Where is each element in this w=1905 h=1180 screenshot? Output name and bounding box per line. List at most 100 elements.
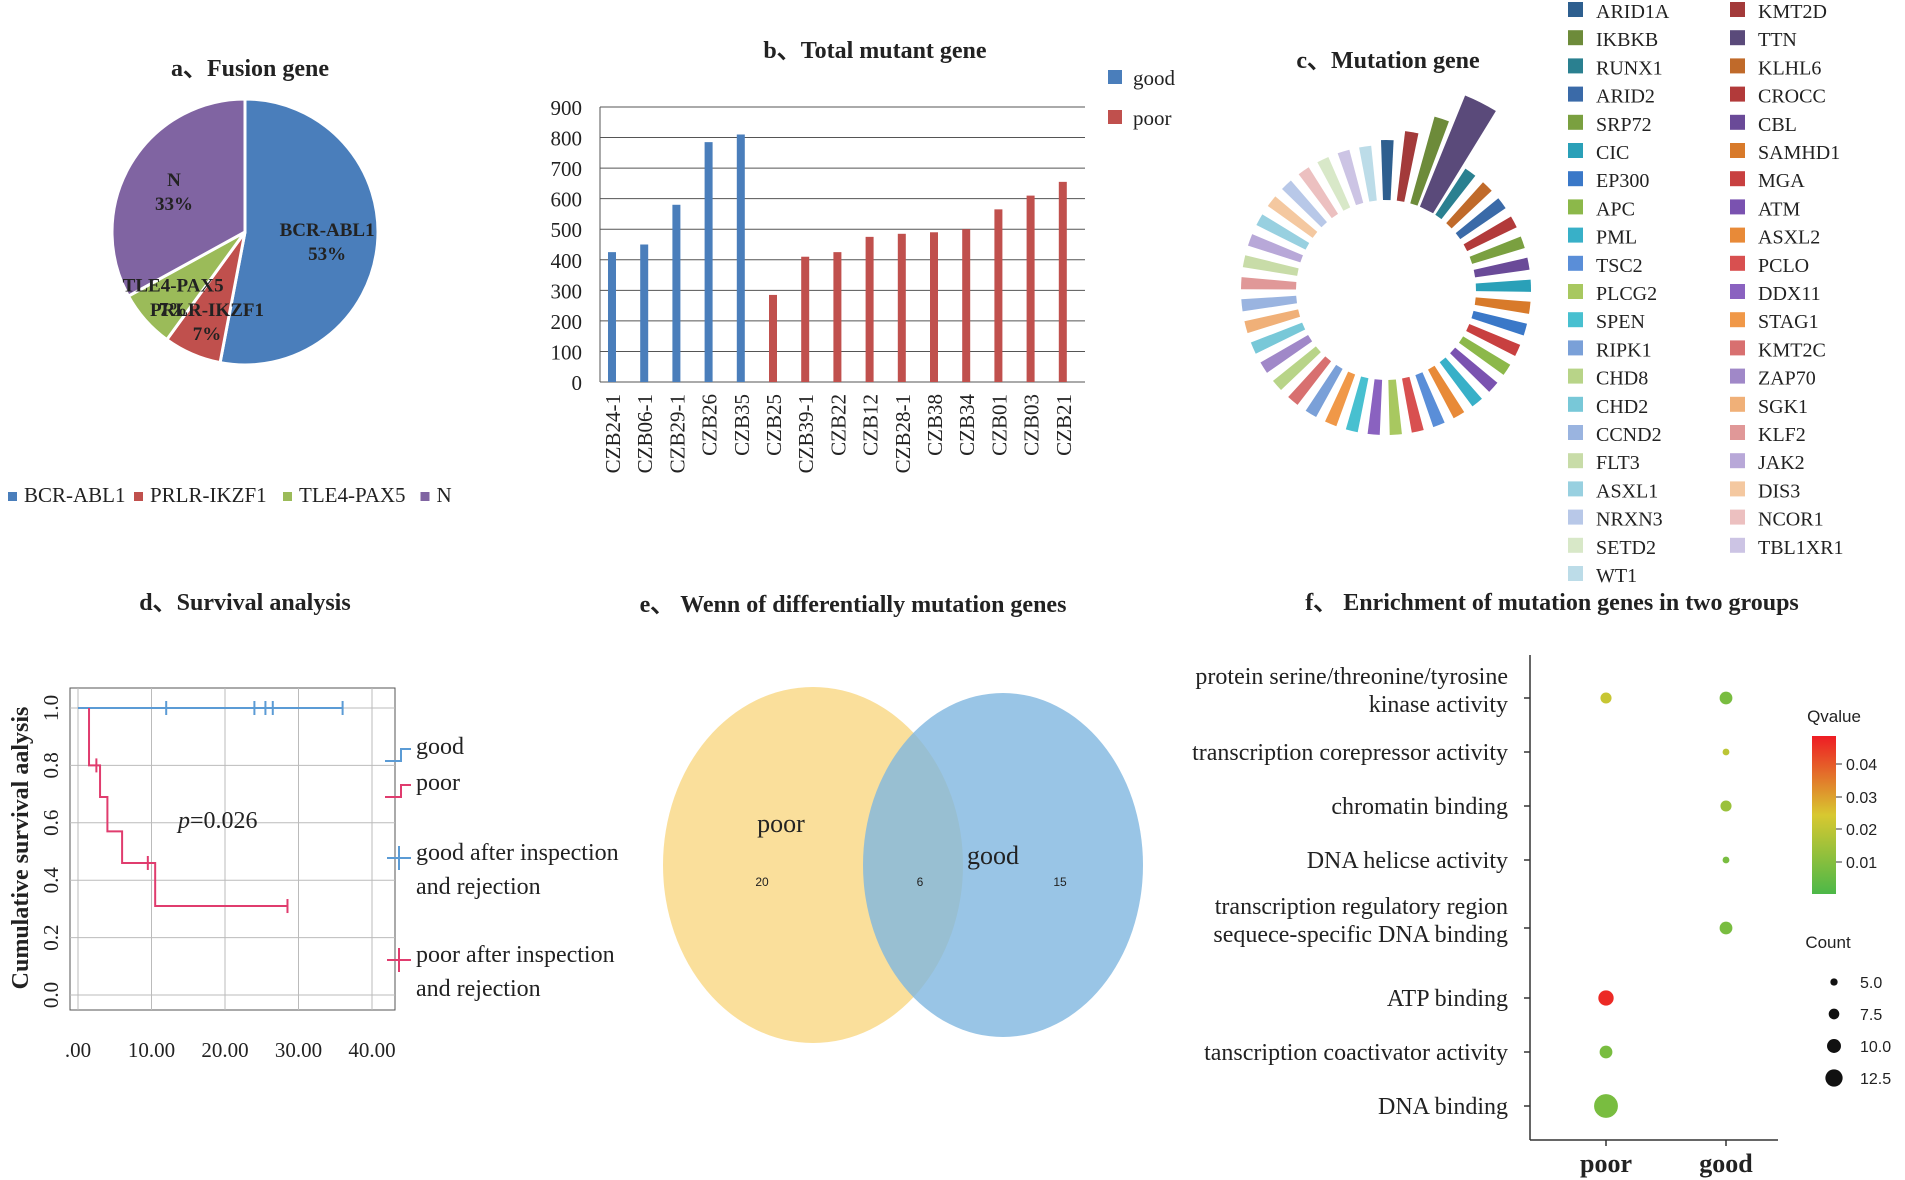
mutation-slice-asxl1 — [1256, 214, 1310, 250]
dotplot-point — [1719, 691, 1733, 705]
legend-label: ASXL1 — [1596, 480, 1658, 502]
dotplot-y-label: DNA binding — [1378, 1094, 1508, 1120]
bar-y-tick: 800 — [551, 127, 583, 151]
bar-czb26 — [704, 142, 713, 382]
venn-poor-label: poor — [757, 809, 805, 838]
fusion-gene-pie-panel: a、Fusion gene BCR-ABL153%PRLR-IKZF17%TLE… — [8, 56, 452, 507]
pie-slice-name-label: TLE4-PAX5 — [123, 275, 224, 296]
legend-label: WT1 — [1596, 565, 1637, 587]
bar-y-tick: 200 — [551, 310, 583, 334]
bar-y-tick: 700 — [551, 157, 583, 181]
bar-czb03 — [1026, 195, 1035, 382]
dotplot-y-label: transcription regulatory region — [1215, 894, 1508, 920]
survival-x-tick: .00 — [65, 1038, 91, 1062]
legend-label: PCLO — [1758, 255, 1809, 277]
legend-swatch — [283, 492, 292, 501]
bar-x-tick: CZB29-1 — [665, 394, 689, 473]
mutation-slice-crocc — [1463, 216, 1517, 252]
legend-step-good — [385, 748, 411, 762]
legend-swatch — [1568, 30, 1583, 46]
legend-label: and rejection — [416, 976, 541, 1002]
mutation-slice-tsc2 — [1415, 372, 1445, 428]
pie-slice-name-label: N — [167, 170, 181, 191]
mutation-slice-mga — [1466, 324, 1521, 356]
mutation-slice-sgk1 — [1244, 309, 1301, 334]
legend-label: ASXL2 — [1758, 227, 1820, 249]
legend-label: poor after inspection — [416, 942, 615, 968]
mutation-slice-dis3 — [1267, 196, 1318, 238]
mutation-slice-tbl1xr1 — [1337, 149, 1364, 206]
mutation-slice-zap70 — [1260, 335, 1313, 373]
mutation-slice-srp72 — [1469, 236, 1525, 264]
survival-y-tick: 0.4 — [39, 867, 63, 894]
mutation-slice-setd2 — [1317, 156, 1351, 211]
bar-x-tick: CZB12 — [859, 394, 883, 456]
qvalue-tick-label: 0.03 — [1846, 790, 1877, 807]
total-mutant-gene-bar-panel: b、Total mutant gene 90080070060050040030… — [551, 38, 1176, 473]
mutation-slice-pclo — [1402, 376, 1424, 433]
legend-swatch — [1730, 453, 1745, 469]
count-legend-label: 12.5 — [1860, 1071, 1891, 1088]
survival-analysis-panel: d、Survival analysis Cumulative survival … — [8, 590, 619, 1062]
legend-label: ZAP70 — [1758, 368, 1816, 390]
dotplot-y-label: transcription corepressor activity — [1192, 740, 1508, 766]
legend-swatch — [1568, 171, 1583, 187]
dotplot-y-label: protein serine/threonine/tyrosine — [1195, 664, 1508, 690]
legend-swatch — [1568, 199, 1583, 215]
qvalue-tick-label: 0.01 — [1846, 855, 1877, 872]
total-mutant-gene-title: b、Total mutant gene — [763, 38, 986, 64]
qvalue-colorbar — [1812, 736, 1836, 894]
mutation-slice-jak2 — [1247, 234, 1303, 263]
legend-swatch — [1568, 2, 1583, 17]
pie-slice-percent-label: 53% — [308, 244, 346, 265]
mutation-slice-nrxn3 — [1282, 180, 1327, 228]
legend-swatch — [1568, 396, 1583, 412]
legend-swatch — [1568, 114, 1583, 130]
mutation-slice-cbl — [1473, 257, 1530, 278]
legend-label: KMT2C — [1758, 339, 1826, 361]
count-legend-dot — [1828, 1008, 1840, 1020]
legend-swatch-poor — [1108, 110, 1122, 124]
dotplot-point — [1594, 1094, 1618, 1118]
legend-label: SPEN — [1596, 311, 1645, 333]
bar-y-tick: 400 — [551, 249, 583, 273]
dotplot-point — [1719, 921, 1733, 935]
legend-label: PLCG2 — [1596, 283, 1657, 305]
p-value-italic: p — [176, 808, 190, 834]
legend-label: CBL — [1758, 114, 1797, 136]
dotplot-y-label: DNA helicse activity — [1307, 848, 1508, 874]
mutation-slice-chd8 — [1272, 346, 1321, 391]
legend-swatch — [1568, 481, 1583, 497]
legend-label: CHD2 — [1596, 396, 1648, 418]
bar-czb12 — [865, 236, 874, 382]
pie-slice-percent-label: 7% — [193, 324, 222, 345]
bar-x-tick: CZB21 — [1052, 394, 1076, 456]
legend-label: RIPK1 — [1596, 339, 1652, 361]
legend-swatch — [1730, 425, 1745, 440]
legend-label: NCOR1 — [1758, 509, 1824, 531]
legend-swatch — [1730, 255, 1745, 271]
venn-good-only-count: 15 — [1053, 875, 1067, 889]
venn-panel: e、 Wenn of differentially mutation genes… — [640, 592, 1143, 1043]
legend-label: TTN — [1758, 29, 1797, 51]
survival-y-axis-label: Cumulative survival aalysis — [8, 707, 34, 990]
legend-label: ATM — [1758, 198, 1800, 220]
legend-swatch — [1568, 509, 1583, 525]
bar-czb22 — [833, 252, 842, 382]
legend-swatch — [1568, 312, 1583, 328]
legend-label: BCR-ABL1 — [24, 483, 126, 507]
legend-label: SRP72 — [1596, 114, 1652, 136]
bar-x-tick: CZB06-1 — [633, 394, 657, 473]
legend-label: MGA — [1758, 170, 1805, 192]
survival-title: d、Survival analysis — [139, 590, 350, 616]
bar-x-tick: CZB34 — [955, 394, 979, 456]
mutation-gene-title: c、Mutation gene — [1296, 48, 1480, 74]
count-legend-dot — [1830, 978, 1838, 986]
bar-czb25 — [769, 294, 777, 382]
legend-swatch — [1730, 114, 1745, 130]
venn-poor-only-count: 20 — [755, 875, 769, 889]
qvalue-tick-label: 0.02 — [1846, 822, 1877, 839]
mutation-slice-klf2 — [1241, 277, 1297, 290]
legend-label: and rejection — [416, 874, 541, 900]
bar-czb28-1 — [897, 233, 906, 382]
